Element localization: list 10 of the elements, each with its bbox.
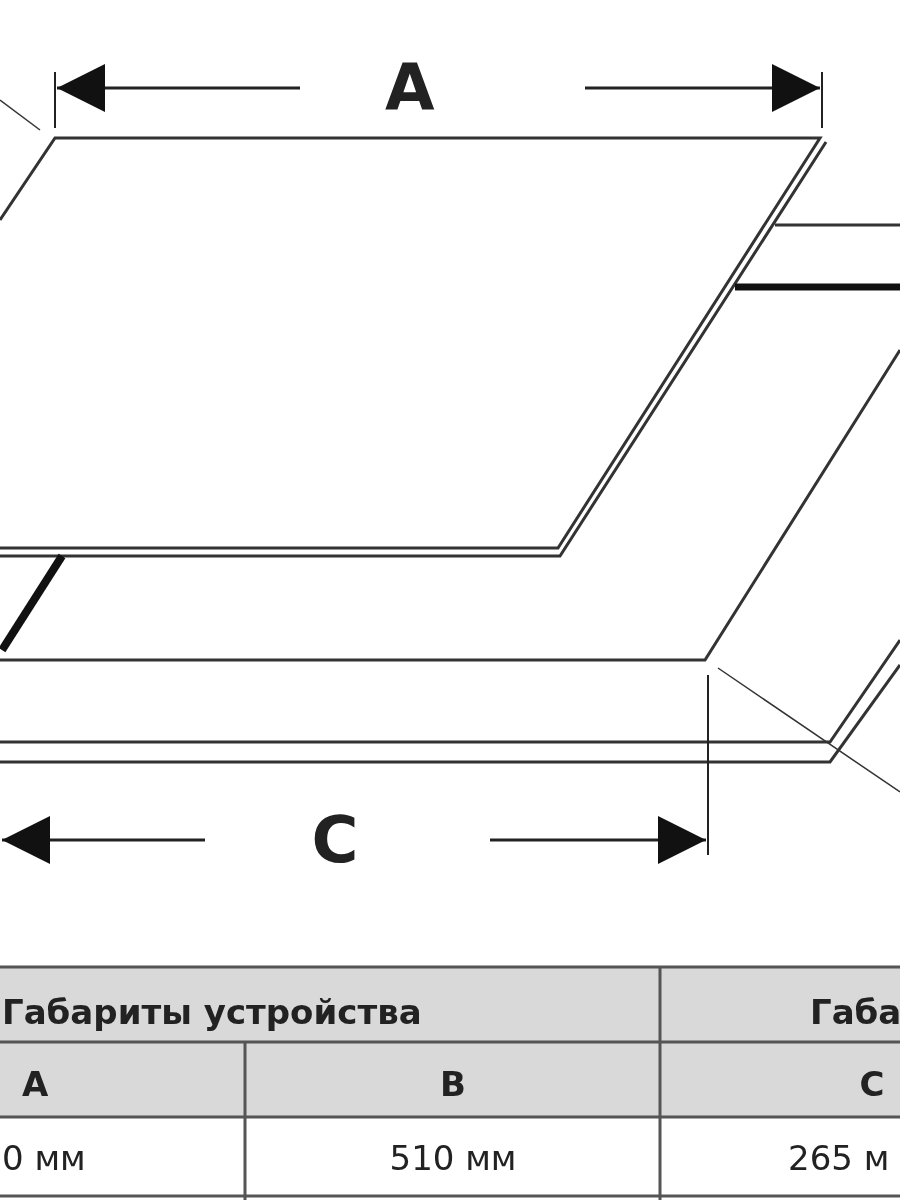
column-letter: A	[22, 1064, 49, 1104]
table-header-text: Габариты устройства	[2, 992, 422, 1032]
column-letter: C	[859, 1064, 885, 1104]
dimension-label: A	[385, 51, 435, 125]
dimension-value: 265 м	[788, 1138, 890, 1178]
table-header-text: Габа	[810, 992, 900, 1032]
dimension-value: 510 мм	[389, 1138, 517, 1178]
dimension-label: C	[311, 803, 359, 877]
column-letter: B	[440, 1064, 466, 1104]
dimension-value: 0 мм	[2, 1138, 86, 1178]
